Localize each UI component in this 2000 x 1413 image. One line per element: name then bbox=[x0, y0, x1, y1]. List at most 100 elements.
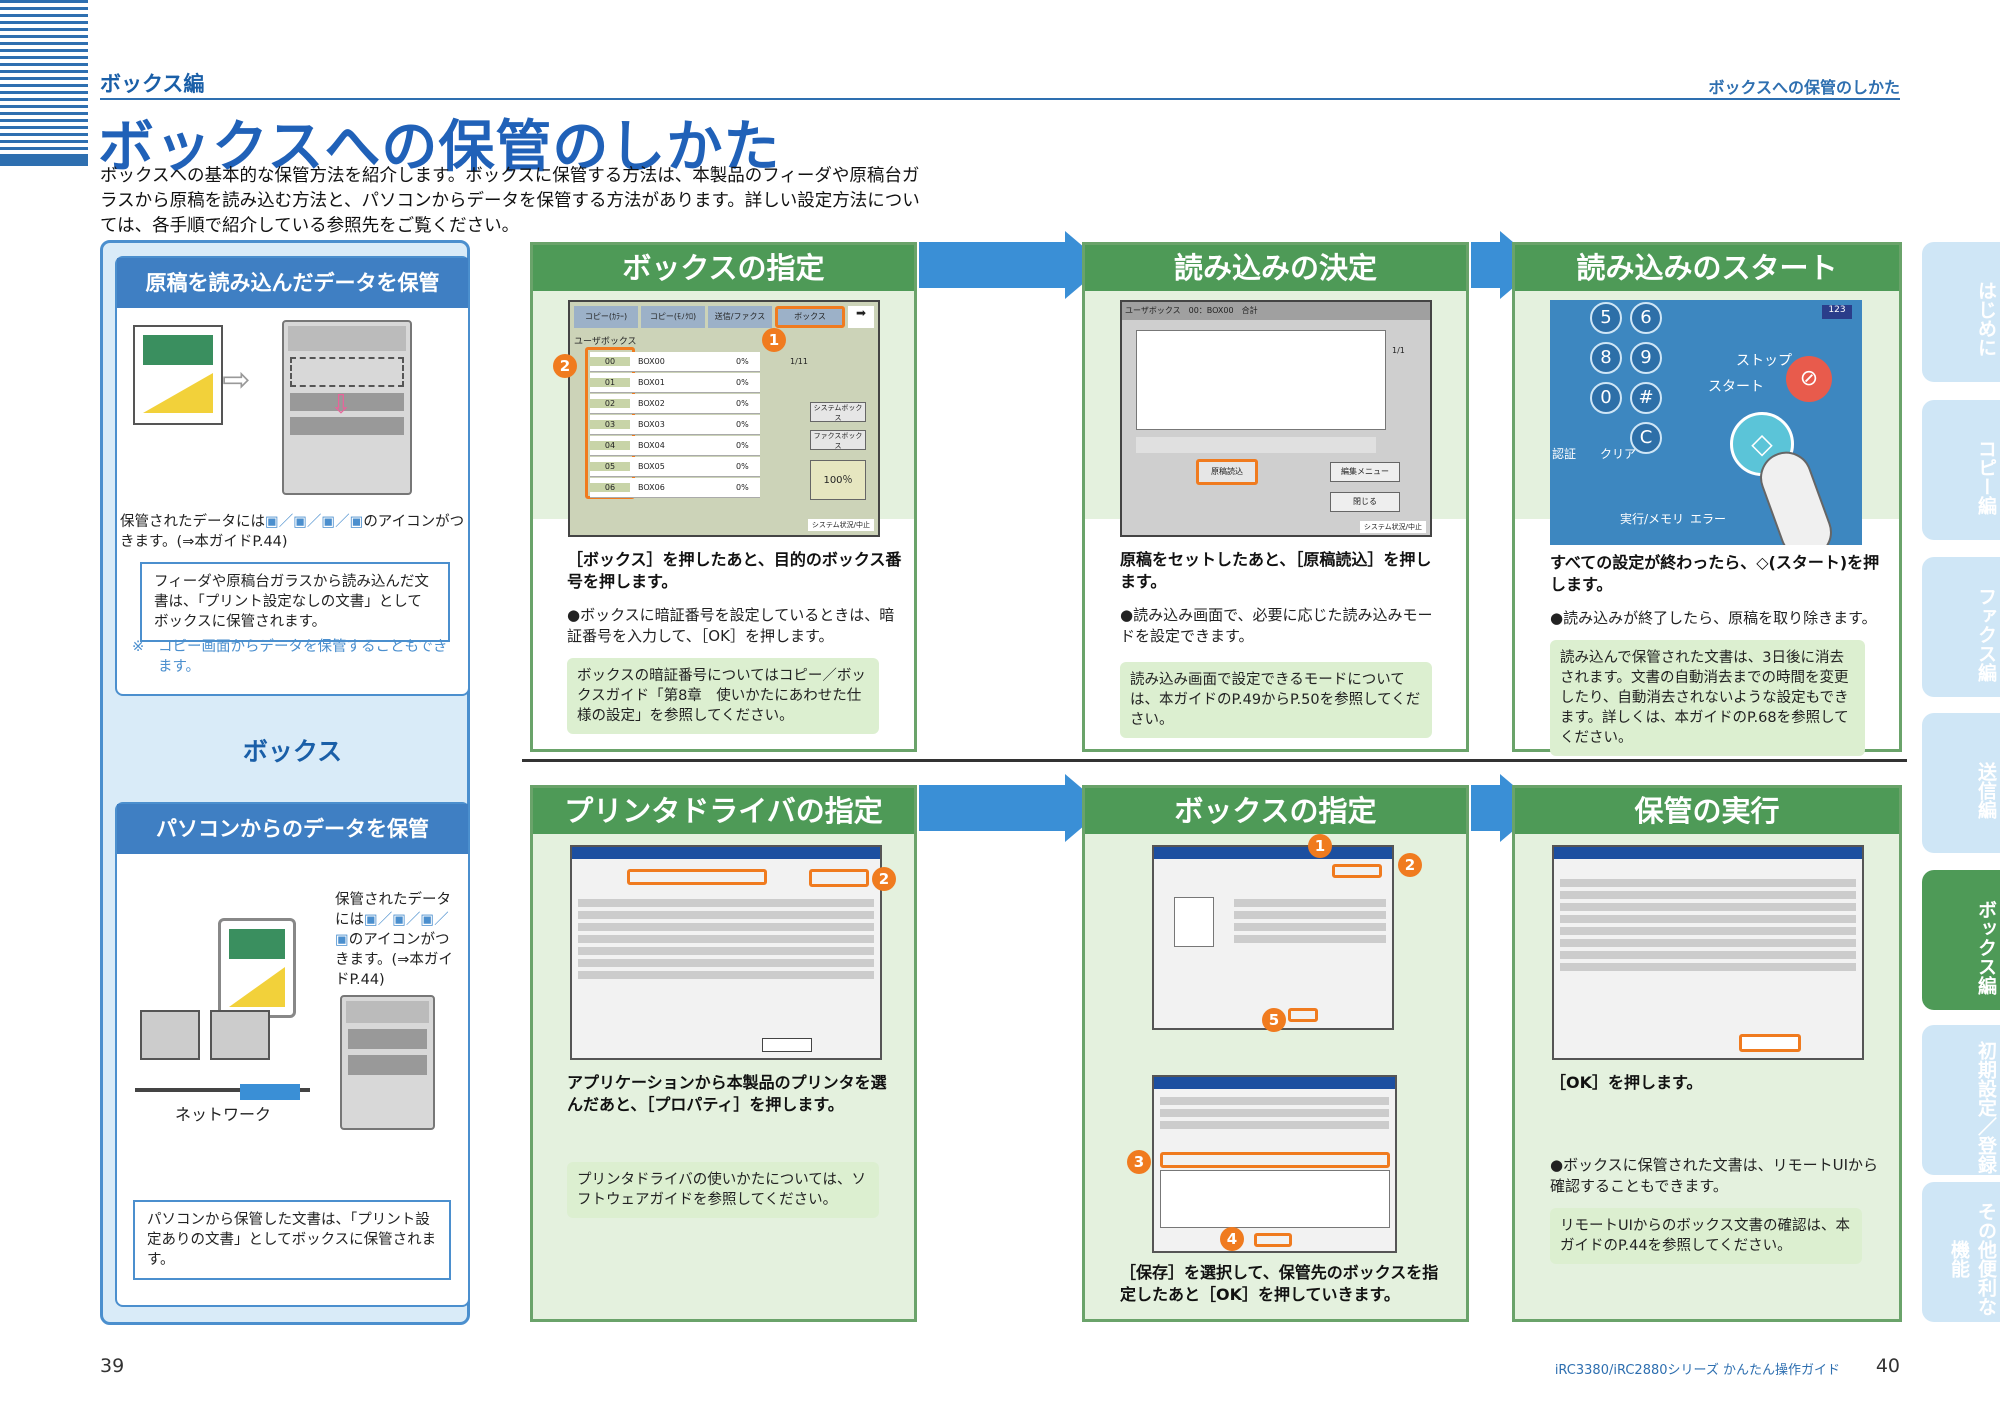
step-caption: ［保存］を選択して、保管先のボックスを指定したあと［OK］を押していきます。 bbox=[1120, 1263, 1439, 1304]
pc-document-illustration bbox=[218, 918, 296, 1018]
network-line bbox=[135, 1088, 310, 1092]
box-number: 03 bbox=[590, 420, 630, 429]
properties-button[interactable] bbox=[809, 869, 869, 887]
page-indicator: 1/11 bbox=[790, 357, 808, 366]
box-row[interactable]: 01 BOX01 0% bbox=[590, 373, 760, 393]
step-title: ボックスの指定 bbox=[1085, 788, 1466, 834]
step-note: 読み込み画面で設定できるモードについては、本ガイドのP.49からP.50を参照し… bbox=[1120, 662, 1432, 738]
tab-intro[interactable]: はじめに bbox=[1922, 242, 2000, 382]
step-title: ボックスの指定 bbox=[533, 245, 914, 291]
stop-button[interactable]: ⊘ bbox=[1786, 356, 1832, 402]
print-dialog bbox=[1552, 845, 1864, 1060]
tab-copy-color[interactable]: コピー(ｶﾗｰ) bbox=[574, 306, 638, 328]
display-badge: 123 bbox=[1822, 305, 1852, 319]
box-name: BOX01 bbox=[638, 378, 665, 387]
header-stripes bbox=[0, 0, 88, 165]
ok-button[interactable] bbox=[1254, 1233, 1292, 1247]
key-6[interactable]: 6 bbox=[1630, 302, 1662, 334]
tab-box[interactable]: ボックス bbox=[775, 306, 845, 328]
properties-dialog bbox=[1152, 845, 1394, 1030]
status-button[interactable]: システム状況/中止 bbox=[807, 519, 874, 531]
scan-icon-note: 保管されたデータには▣／▣／▣／▣のアイコンがつきます。(⇒本ガイドP.44) bbox=[120, 514, 465, 550]
ok-button[interactable] bbox=[1288, 1008, 1318, 1022]
key-C[interactable]: C bbox=[1630, 422, 1662, 454]
page-indicator: 1/1 bbox=[1392, 346, 1405, 355]
key-9[interactable]: 9 bbox=[1630, 342, 1662, 374]
close-button[interactable]: 閉じる bbox=[1330, 492, 1400, 512]
arrow-right-icon: ➡ bbox=[848, 306, 874, 328]
tab-settings[interactable]: 初期設定／登録 bbox=[1922, 1025, 2000, 1175]
step-caption: すべての設定が終わったら、◇(スタート)を押します。 bbox=[1550, 553, 1880, 594]
page-number-left: 39 bbox=[100, 1355, 125, 1377]
tab-send[interactable]: 送信編 bbox=[1922, 713, 2000, 853]
copier-illustration bbox=[340, 995, 435, 1130]
flow-arrow-bar bbox=[1471, 242, 1501, 288]
box-number: 01 bbox=[590, 378, 630, 387]
system-box-button[interactable]: システムボックス bbox=[810, 402, 866, 422]
pc-note: パソコンから保管した文書は、「プリント設定ありの文書」としてボックスに保管されま… bbox=[133, 1200, 451, 1280]
computer-icon bbox=[210, 1010, 270, 1060]
marker-1: 1 bbox=[1308, 834, 1332, 858]
marker-2: 2 bbox=[872, 867, 896, 891]
remark-mark: ※ bbox=[132, 639, 145, 655]
running-title: ボックスへの保管のしかた bbox=[1708, 78, 1900, 97]
box-name: BOX03 bbox=[638, 420, 665, 429]
box-name: BOX04 bbox=[638, 441, 665, 450]
screen-header: ユーザボックス bbox=[574, 337, 637, 347]
tab-fax[interactable]: ファクス編 bbox=[1922, 557, 2000, 697]
box-usage: 0% bbox=[736, 462, 749, 471]
tab-copy-mono[interactable]: コピー(ﾓﾉｸﾛ) bbox=[641, 306, 705, 328]
flow-arrow-bar bbox=[1471, 785, 1501, 831]
key-8[interactable]: 8 bbox=[1590, 342, 1622, 374]
usage-percent: 100％ bbox=[810, 460, 866, 500]
status-button[interactable]: システム状況/中止 bbox=[1359, 521, 1426, 533]
box-usage: 0% bbox=[736, 420, 749, 429]
box-usage: 0% bbox=[736, 483, 749, 492]
intro-text: ボックスへの基本的な保管方法を紹介します。ボックスに保管する方法は、本製品のフィ… bbox=[100, 166, 920, 236]
tab-copy[interactable]: コピー編 bbox=[1922, 400, 2000, 540]
marker-1: 1 bbox=[762, 328, 786, 352]
box-usage: 0% bbox=[736, 399, 749, 408]
ok-button[interactable] bbox=[1739, 1034, 1801, 1052]
step-bullet: ●読み込みが終了したら、原稿を取り除きます。 bbox=[1550, 609, 1877, 627]
key-5[interactable]: 5 bbox=[1590, 302, 1622, 334]
box-row[interactable]: 05 BOX05 0% bbox=[590, 457, 760, 477]
scan-button[interactable]: 原稿読込 bbox=[1196, 459, 1258, 485]
box-number: 06 bbox=[590, 483, 630, 492]
save-dialog bbox=[1152, 1075, 1397, 1253]
tab-send-fax[interactable]: 送信/ファクス bbox=[708, 306, 772, 328]
marker-2: 2 bbox=[1398, 853, 1422, 877]
tab-box[interactable]: ボックス編 bbox=[1922, 870, 2000, 1010]
memory-label: 実行/メモリ bbox=[1620, 512, 1685, 526]
box-row[interactable]: 03 BOX03 0% bbox=[590, 415, 760, 435]
row-divider bbox=[522, 759, 1907, 762]
key-#[interactable]: # bbox=[1630, 382, 1662, 414]
step-note: 読み込んで保管された文書は、3日後に消去されます。文書の自動消去までの時間を変更… bbox=[1550, 640, 1865, 756]
copier-illustration bbox=[282, 320, 412, 495]
step-note: ボックスの暗証番号についてはコピー／ボックスガイド「第8章 使いかたにあわせた仕… bbox=[567, 658, 879, 734]
box-name: BOX05 bbox=[638, 462, 665, 471]
box-screen: コピー(ｶﾗｰ) コピー(ﾓﾉｸﾛ) 送信/ファクス ボックス ➡ ユーザボック… bbox=[568, 300, 880, 537]
edit-menu-button[interactable]: 編集メニュー bbox=[1330, 462, 1400, 482]
step-title: 読み込みの決定 bbox=[1085, 245, 1466, 291]
tab-other[interactable]: その他便利な機能 bbox=[1922, 1182, 2000, 1322]
key-0[interactable]: 0 bbox=[1590, 382, 1622, 414]
start-label: スタート bbox=[1708, 379, 1764, 395]
marker-3: 3 bbox=[1127, 1150, 1151, 1174]
flow-arrow-bar bbox=[919, 785, 1069, 831]
step-bullet: ●ボックスに保管された文書は、リモートUIから確認することもできます。 bbox=[1550, 1156, 1879, 1195]
marker-2: 2 bbox=[553, 354, 577, 378]
box-number: 05 bbox=[590, 462, 630, 471]
fax-box-button[interactable]: ファクスボックス bbox=[810, 430, 866, 450]
error-label: エラー bbox=[1690, 512, 1727, 526]
box-number: 02 bbox=[590, 399, 630, 408]
printer-select-highlight bbox=[627, 869, 767, 885]
ok-button[interactable] bbox=[762, 1038, 812, 1052]
box-number: 00 bbox=[590, 357, 630, 366]
box-usage: 0% bbox=[736, 378, 749, 387]
